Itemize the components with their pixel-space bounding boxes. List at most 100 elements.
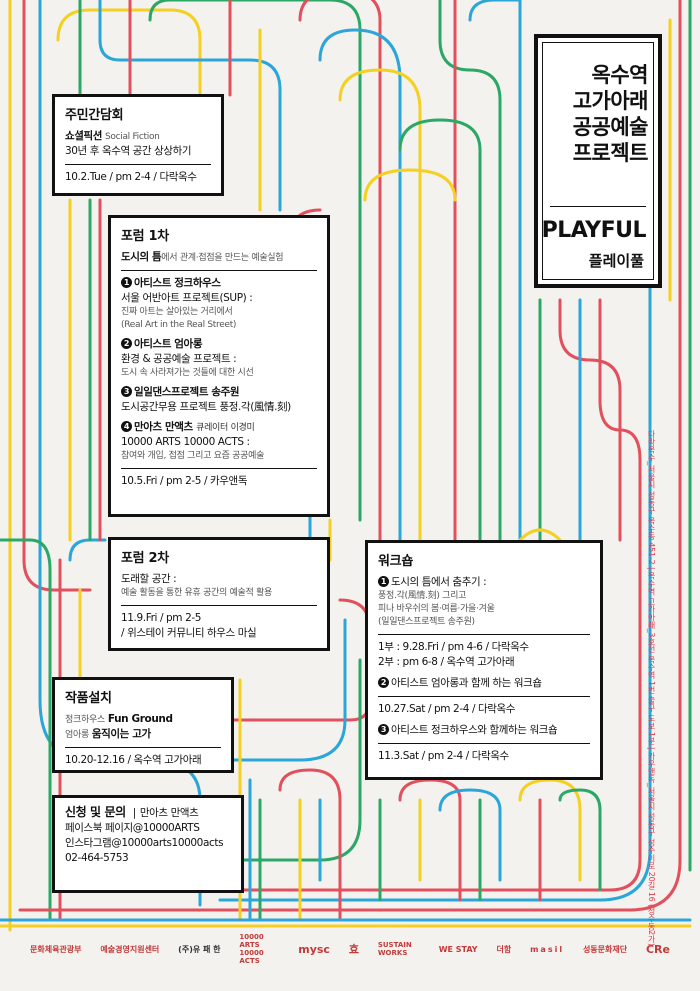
title-lines: 옥수역 고가아래 공공예술 프로젝트 bbox=[538, 62, 658, 166]
contact-instagram[interactable]: 인스타그램@10000arts10000acts bbox=[65, 837, 224, 849]
divider bbox=[65, 164, 211, 165]
forum1-item-1-desc2: (Real Art in the Real Street) bbox=[121, 320, 237, 330]
logo-westay: WE STAY bbox=[438, 944, 478, 954]
forum1-date: 10.5.Fri / pm 2-5 / 카우앤독 bbox=[121, 475, 248, 487]
divider bbox=[121, 605, 317, 606]
install-line-2: 엄아롱 움직이는 고가 bbox=[65, 727, 221, 742]
forum2-box: 포럼 2차 도래할 공간 : 예술 활동을 통한 유휴 공간의 예술적 활용 1… bbox=[108, 537, 330, 651]
install-work-2: 움직이는 고가 bbox=[91, 728, 151, 740]
divider bbox=[378, 634, 590, 635]
workshop-1-desc2: 피나 바우쉬의 봄·여름·가을·겨울 bbox=[378, 604, 495, 614]
meeting-line1-bold: 쇼셜픽션 bbox=[65, 130, 103, 142]
logo-sustain-works: SUSTAIN WORKS bbox=[377, 941, 412, 957]
number-badge: 2 bbox=[378, 677, 389, 688]
install-heading: 작품설치 bbox=[65, 691, 112, 706]
logo-yupaehan: (주)유 패 한 bbox=[178, 944, 221, 954]
divider bbox=[121, 468, 317, 469]
contact-phone[interactable]: 02-464-5753 bbox=[65, 852, 129, 864]
sponsor-logos: 문화체육관광부 예술경영지원센터 (주)유 패 한 10000 ARTS 100… bbox=[30, 933, 670, 965]
number-badge: 3 bbox=[121, 386, 132, 397]
logo-deoham: 더함 bbox=[496, 944, 512, 954]
number-badge: 3 bbox=[378, 724, 389, 735]
title-line-2: 고가아래 bbox=[572, 89, 649, 113]
item-name: 만아츠 만액츠 bbox=[134, 421, 193, 433]
contact-box: 신청 및 문의 |만아츠 만액츠 페이스북 페이지@10000ARTS 인스타그… bbox=[52, 795, 244, 893]
workshop-heading: 워크숍 bbox=[378, 554, 413, 569]
forum2-heading: 포럼 2차 bbox=[121, 551, 169, 566]
meeting-box: 주민간담회 쇼셜픽션 Social Fiction 30년 후 옥수역 공간 상… bbox=[52, 94, 224, 196]
install-artist-1: 정크하우스 bbox=[65, 715, 105, 725]
contact-header: 신청 및 문의 |만아츠 만액츠 bbox=[65, 805, 199, 819]
number-badge: 1 bbox=[378, 576, 389, 587]
install-artist-2: 엄아롱 bbox=[65, 730, 89, 740]
forum1-item-4-curator: 큐레이터 이경미 bbox=[196, 423, 255, 433]
meeting-line-1: 쇼셜픽션 Social Fiction bbox=[65, 129, 211, 144]
title-inner-frame bbox=[542, 42, 654, 280]
workshop-3-title-text: 아티스트 정크하우스와 함께하는 워크숍 bbox=[391, 724, 558, 736]
number-badge: 1 bbox=[121, 277, 132, 288]
item-name: 아티스트 정크하우스 bbox=[134, 277, 221, 289]
logo-gokams: 예술경영지원센터 bbox=[100, 944, 160, 954]
workshop-3-date: 11.3.Sat / pm 2-4 / 다락옥수 bbox=[378, 750, 509, 762]
logo-hyo: 효 bbox=[348, 943, 359, 956]
divider bbox=[65, 747, 221, 748]
forum1-sub-bold: 도시의 틈 bbox=[121, 251, 162, 263]
title-en: PLAYFUL bbox=[541, 218, 647, 243]
meeting-line-2: 30년 후 옥수역 공간 상상하기 bbox=[65, 145, 192, 157]
logo-masil: masil bbox=[530, 944, 565, 954]
forum2-date1: 11.9.Fri / pm 2-5 bbox=[121, 612, 202, 624]
forum1-sub-rest: 에서 관계·접점을 만드는 예술실험 bbox=[161, 253, 284, 263]
workshop-2-date: 10.27.Sat / pm 2-4 / 다락옥수 bbox=[378, 703, 516, 715]
forum1-item-4-desc: 참여와 개입, 접점 그리고 요즘 공공예술 bbox=[121, 451, 265, 461]
forum2-desc: 예술 활동을 통한 유휴 공간의 예술적 활용 bbox=[121, 588, 273, 598]
workshop-1-date1: 1부 : 9.28.Fri / pm 4-6 / 다락옥수 bbox=[378, 641, 529, 653]
install-box: 작품설치 정크하우스 Fun Ground 엄아롱 움직이는 고가 10.20-… bbox=[52, 677, 234, 773]
logo-mysc: mysc bbox=[298, 942, 330, 956]
logo-mcst: 문화체육관광부 bbox=[30, 944, 82, 954]
title-line-1: 옥수역 bbox=[591, 63, 649, 87]
contact-facebook[interactable]: 페이스북 페이지@10000ARTS bbox=[65, 822, 200, 834]
venue-side-text-content: 다락옥수_서울시 성동구 옥수동 451-2 | 옥수역 고가아래_3호선 옥수… bbox=[647, 430, 656, 946]
title-line-4: 프로젝트 bbox=[572, 141, 649, 165]
meeting-date: 10.2.Tue / pm 2-4 / 다락옥수 bbox=[65, 171, 197, 183]
workshop-1-desc3: (일일댄스프로젝트 송주원) bbox=[378, 617, 475, 627]
forum1-item-4-title: 10000 ARTS 10000 ACTS : bbox=[121, 436, 250, 448]
forum1-item-3-title: 도시공간무용 프로젝트 풍정.각(風情.刻) bbox=[121, 401, 291, 413]
item-name: 일일댄스프로젝트 송주원 bbox=[134, 386, 240, 398]
number-badge: 4 bbox=[121, 421, 132, 432]
forum2-date2: / 위스테이 커뮤니티 하우스 마실 bbox=[121, 627, 257, 639]
forum1-item-2-desc: 도시 속 사라져가는 것들에 대한 시선 bbox=[121, 368, 254, 378]
forum1-item-1-title: 서울 어반아트 프로젝트(SUP) : bbox=[121, 292, 253, 304]
meeting-heading: 주민간담회 bbox=[65, 108, 124, 123]
divider bbox=[378, 696, 590, 697]
contact-org: 만아츠 만액츠 bbox=[139, 807, 199, 819]
install-line-1: 정크하우스 Fun Ground bbox=[65, 712, 221, 727]
install-work-1: Fun Ground bbox=[107, 713, 173, 725]
venue-side-text: 다락옥수_서울시 성동구 옥수동 451-2 | 옥수역 고가아래_3호선 옥수… bbox=[646, 430, 664, 946]
logo-sdfac: 성동문화재단 bbox=[582, 944, 628, 954]
forum1-sub: 도시의 틈에서 관계·접점을 만드는 예술실험 bbox=[121, 250, 317, 265]
logo-cre: CRe bbox=[645, 942, 670, 956]
workshop-1-title-text: 도시의 틈에서 춤추기 : bbox=[391, 576, 487, 588]
workshop-2-title-text: 아티스트 엄아롱과 함께 하는 워크숍 bbox=[391, 677, 542, 689]
forum2-sub: 도래할 공간 : bbox=[121, 573, 177, 585]
divider bbox=[121, 270, 317, 271]
title-line-3: 공공예술 bbox=[572, 115, 649, 139]
workshop-1-date2: 2부 : pm 6-8 / 옥수역 고가아래 bbox=[378, 656, 515, 668]
title-box: 옥수역 고가아래 공공예술 프로젝트 PLAYFUL 플레이풀 bbox=[534, 34, 662, 288]
forum1-item-2-title: 환경 & 공공예술 프로젝트 : bbox=[121, 353, 237, 365]
title-ko: 플레이풀 bbox=[588, 252, 644, 270]
logo-10000arts: 10000 ARTS 10000 ACTS bbox=[239, 933, 264, 965]
meeting-line1-rest: Social Fiction bbox=[105, 132, 160, 142]
workshop-1-desc1: 풍정.각(風情.刻) 그리고 bbox=[378, 591, 467, 601]
contact-heading: 신청 및 문의 bbox=[65, 805, 126, 819]
number-badge: 2 bbox=[121, 338, 132, 349]
